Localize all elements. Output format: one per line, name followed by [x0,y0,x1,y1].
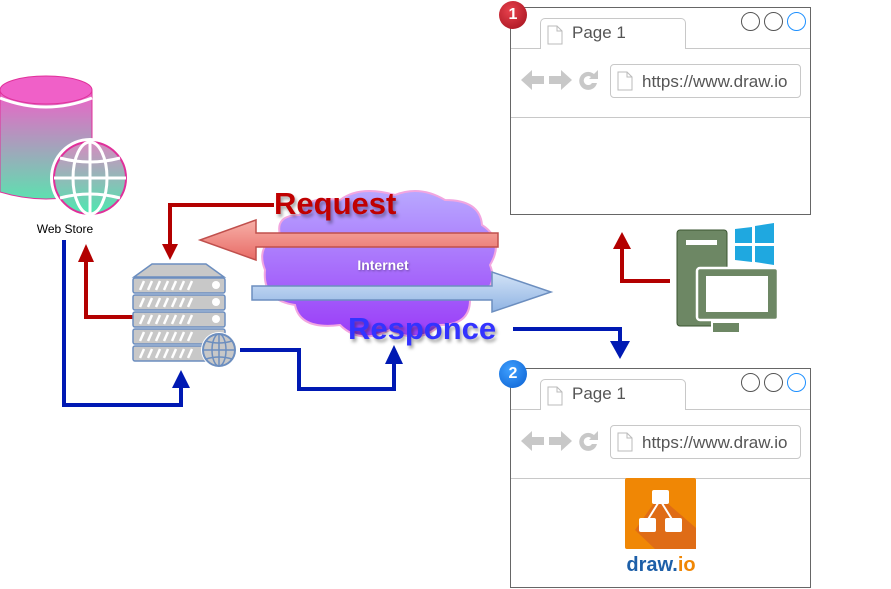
document-icon [547,25,563,45]
arrow-head-down [162,244,178,260]
window-controls [741,12,806,31]
arrow-head-down [610,341,630,359]
arrow-head-up [78,244,94,262]
browser-window-2[interactable]: Page 1 https://www.draw.io draw.io [510,368,811,588]
request-arrow [197,218,499,262]
request-connectors [78,203,670,319]
drawio-logo-icon[interactable] [625,478,697,550]
window-controls [741,373,806,392]
document-icon [547,386,563,406]
back-arrow-icon[interactable] [521,430,545,452]
internet-label: Internet [357,257,409,273]
windows-pc-icon[interactable] [676,223,780,334]
close-button[interactable] [787,12,806,31]
globe-icon [50,138,130,218]
document-icon [617,71,633,91]
tab-title: Page 1 [572,384,626,403]
address-bar[interactable]: https://www.draw.io [610,425,801,459]
address-bar[interactable]: https://www.draw.io [610,64,801,98]
document-icon [617,432,633,452]
maximize-button[interactable] [764,12,783,31]
forward-arrow-icon[interactable] [549,430,573,452]
toolbar-divider [511,117,810,118]
url-text: https://www.draw.io [642,72,788,91]
nav-buttons [521,430,601,452]
response-label: Responce [348,311,497,346]
response-connectors [62,240,630,407]
maximize-button[interactable] [764,373,783,392]
response-arrow [251,270,554,314]
globe-icon [201,332,237,368]
step-badge-1: 1 [499,1,527,29]
web-store-icon[interactable] [0,75,130,218]
arrow-head-up [613,232,631,249]
drawio-wordmark-accent: io [677,554,696,576]
reload-icon[interactable] [577,430,601,452]
windows-logo-icon [735,223,774,265]
close-button[interactable] [787,373,806,392]
step-badge-2: 2 [499,360,527,388]
reload-icon[interactable] [577,69,601,91]
arrow-head-up [172,370,190,388]
drawio-wordmark: draw.io [609,554,713,577]
request-label: Request [274,186,397,221]
browser-tab[interactable]: Page 1 [540,18,686,49]
server-icon[interactable] [131,263,237,368]
minimize-button[interactable] [741,12,760,31]
web-store-label: Web Store [36,222,94,236]
nav-buttons [521,69,601,91]
browser-tab[interactable]: Page 1 [540,379,686,410]
arrow-head-up [385,345,403,364]
drawio-wordmark-main: draw. [626,554,678,576]
forward-arrow-icon[interactable] [549,69,573,91]
tab-title: Page 1 [572,23,626,42]
minimize-button[interactable] [741,373,760,392]
back-arrow-icon[interactable] [521,69,545,91]
browser-window-1[interactable]: Page 1 https://www.draw.io [510,7,811,215]
url-text: https://www.draw.io [642,433,788,452]
